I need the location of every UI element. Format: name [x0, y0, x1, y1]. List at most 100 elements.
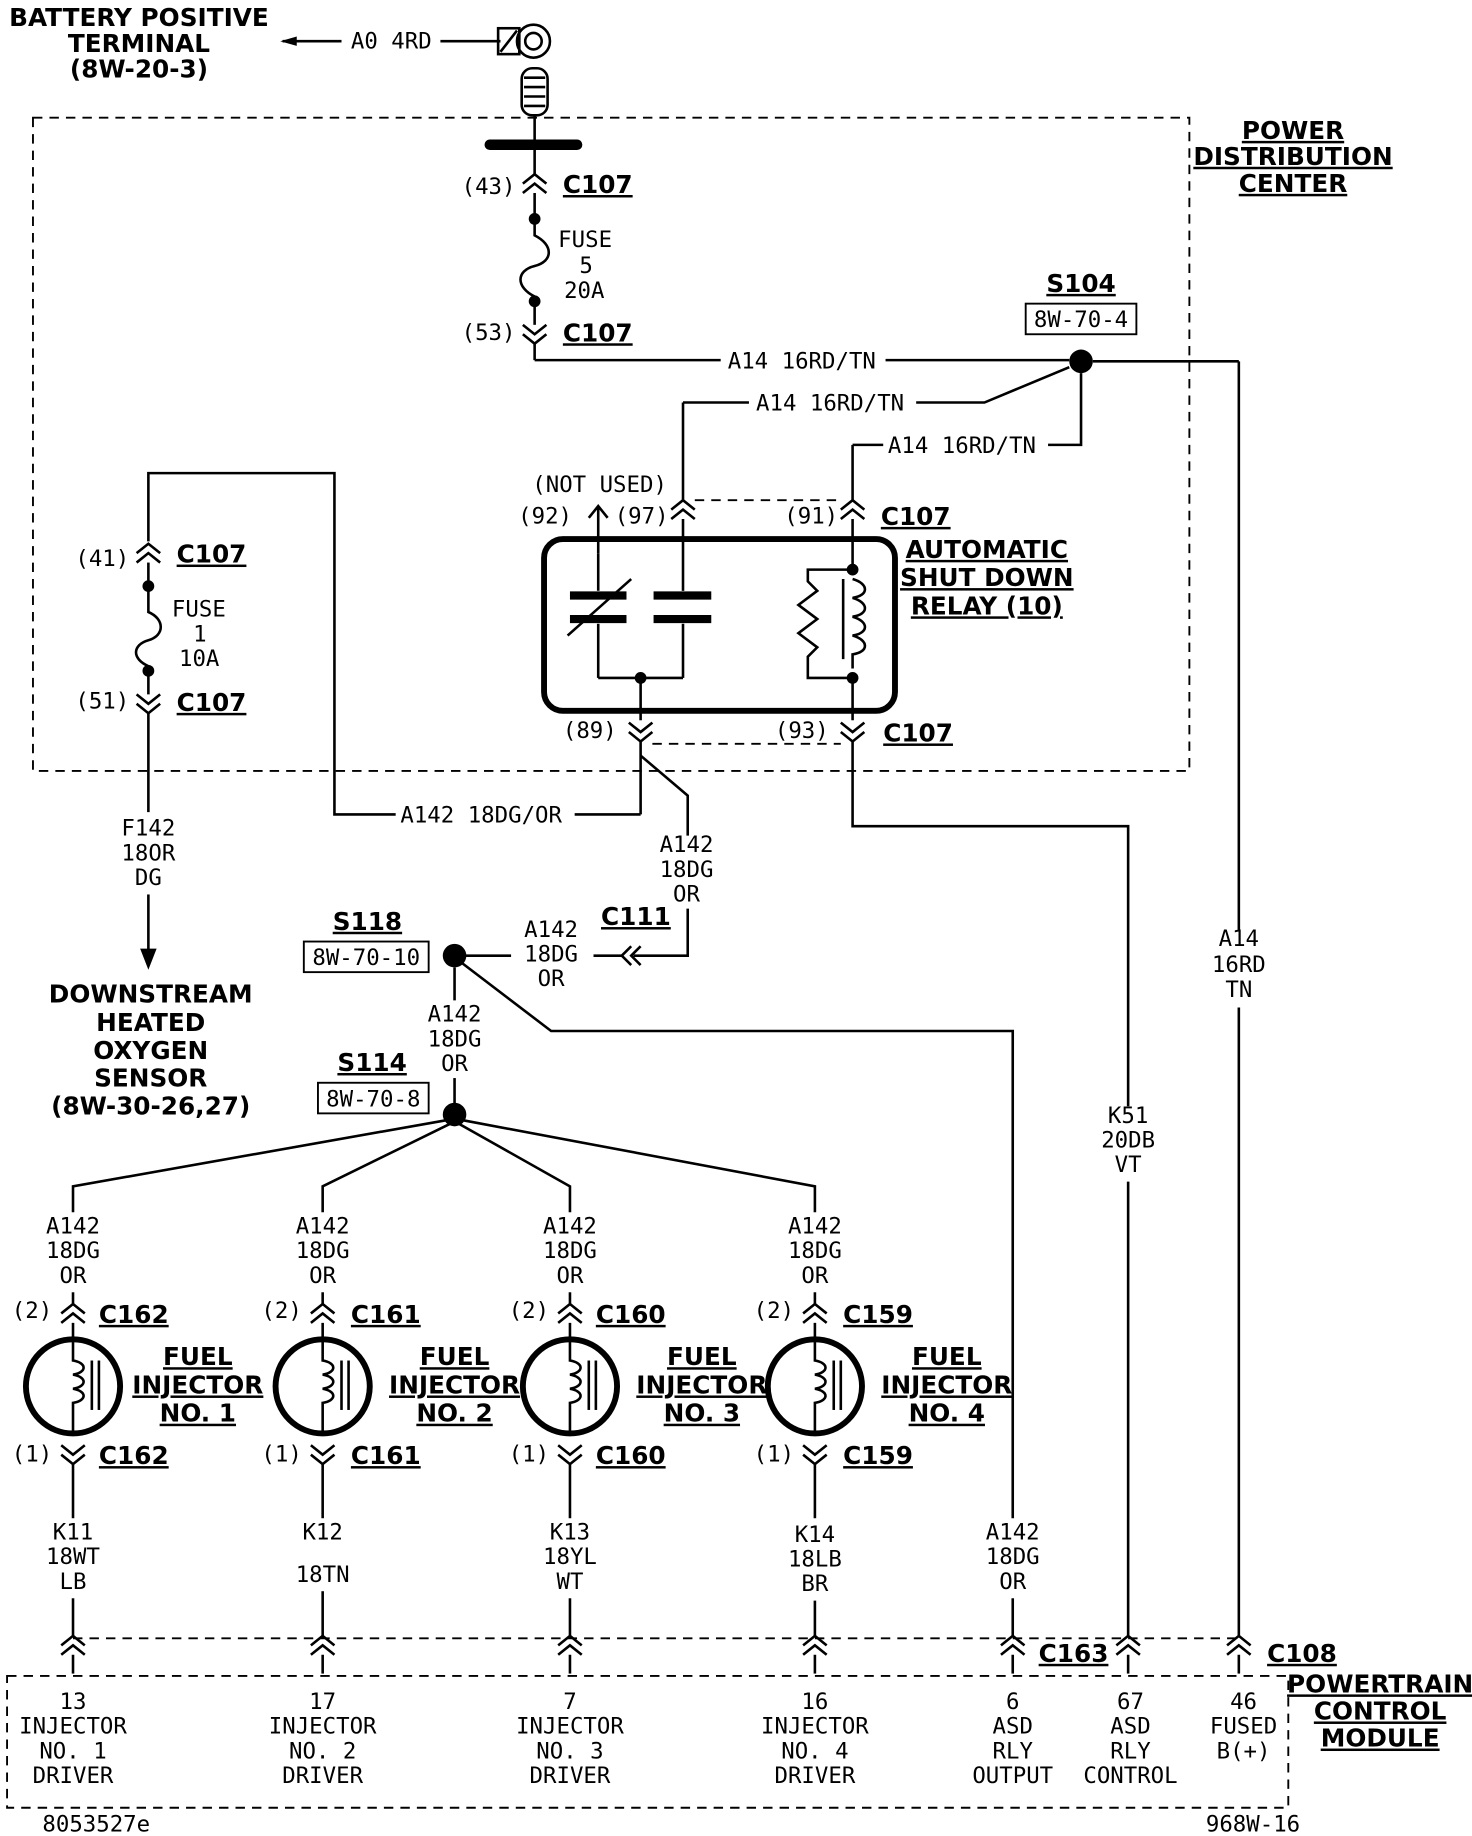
svg-text:DRIVER: DRIVER — [33, 1763, 114, 1789]
svg-text:POWERTRAIN: POWERTRAIN — [1287, 1669, 1472, 1698]
svg-text:5: 5 — [579, 253, 592, 279]
s104-splice — [1069, 349, 1093, 374]
injector-3-body — [519, 1336, 621, 1437]
svg-text:67: 67 — [1117, 1689, 1144, 1715]
battery-wire-label: A0 4RD — [351, 28, 432, 54]
svg-text:INJECTOR: INJECTOR — [19, 1714, 127, 1740]
ring-terminal-crimp — [496, 26, 521, 56]
connector-icon — [802, 1444, 828, 1466]
svg-text:CONTROL: CONTROL — [1314, 1696, 1447, 1725]
k11-label: K11 — [53, 1519, 93, 1545]
pin-43: (43) — [462, 174, 516, 200]
svg-text:C162: C162 — [99, 1300, 169, 1329]
figure-code-right: 968W-16 — [1206, 1811, 1300, 1836]
pcm-pin-6: 6 ASD RLY OUTPUT — [972, 1689, 1053, 1789]
svg-text:18DG: 18DG — [46, 1238, 100, 1264]
fuel-injector-4: A142 18DG OR (2) C159 FUEL INJECTOR NO. … — [754, 1213, 1012, 1636]
s114-ref: 8W-70-8 — [326, 1086, 420, 1112]
battery-label-line2: TERMINAL — [68, 29, 210, 58]
svg-text:46: 46 — [1230, 1689, 1257, 1715]
injector-4-body — [764, 1336, 865, 1437]
svg-text:DG: DG — [135, 865, 162, 891]
s114-label: S114 — [337, 1048, 406, 1077]
svg-text:INJECTOR: INJECTOR — [761, 1714, 869, 1740]
c107-label: C107 — [563, 170, 633, 199]
c163-label: C163 — [1039, 1639, 1109, 1668]
s114-splice — [442, 1102, 467, 1127]
pin-92: (92) — [518, 504, 572, 530]
s118-ref: 8W-70-10 — [312, 945, 420, 971]
connector-icon — [1115, 1634, 1141, 1656]
connector-icon — [628, 721, 654, 744]
svg-text:CONTROL: CONTROL — [1083, 1763, 1177, 1789]
connector-icon — [522, 172, 548, 195]
svg-text:NO. 4: NO. 4 — [781, 1738, 848, 1764]
stud-icon — [520, 66, 549, 117]
c107-label: C107 — [563, 318, 633, 347]
fuel-injector-1: A142 18DG OR (2) C162 FUEL INJECTOR NO. … — [12, 1213, 263, 1636]
svg-text:C159: C159 — [843, 1441, 913, 1470]
c108-label: C108 — [1267, 1639, 1337, 1668]
connector-icon — [135, 693, 161, 715]
svg-text:OR: OR — [309, 1263, 336, 1289]
fuse-1-label: FUSE — [172, 597, 226, 623]
pcm-pin-7: 7 INJECTOR NO. 3 DRIVER — [516, 1689, 624, 1789]
svg-text:WT: WT — [556, 1569, 583, 1595]
svg-text:POWER: POWER — [1242, 116, 1344, 145]
svg-text:OR: OR — [538, 966, 565, 992]
svg-text:INJECTOR: INJECTOR — [881, 1370, 1012, 1399]
connector-icon — [670, 498, 696, 521]
pin-91: (91) — [784, 504, 838, 530]
svg-text:A142: A142 — [46, 1213, 100, 1239]
svg-text:FUEL: FUEL — [163, 1342, 233, 1371]
a142-label-1: A142 18DG/OR — [400, 803, 562, 829]
battery-label-line1: BATTERY POSITIVE — [9, 3, 269, 32]
figure-code-left: 8053527e — [42, 1811, 150, 1836]
ring-terminal — [515, 23, 552, 59]
connector-icon — [802, 1634, 828, 1656]
svg-text:(8W-30-26,27): (8W-30-26,27) — [51, 1092, 250, 1121]
connector-icon — [557, 1444, 583, 1466]
svg-text:MODULE: MODULE — [1321, 1724, 1440, 1753]
svg-text:OR: OR — [60, 1263, 87, 1289]
svg-text:RLY: RLY — [1110, 1738, 1151, 1764]
svg-text:A142: A142 — [788, 1213, 842, 1239]
svg-text:A142: A142 — [296, 1213, 350, 1239]
pin-97: (97) — [615, 504, 669, 530]
pin-53: (53) — [462, 320, 516, 346]
svg-text:B(+): B(+) — [1217, 1738, 1271, 1764]
suppression-resistor-icon — [796, 568, 853, 680]
a142-label-2: A142 — [660, 832, 714, 858]
svg-text:18OR: 18OR — [121, 840, 175, 866]
connector-icon — [522, 323, 548, 346]
svg-text:OUTPUT: OUTPUT — [972, 1763, 1053, 1789]
pdc-label: POWER DISTRIBUTION CENTER — [1193, 116, 1392, 198]
fuse-1-icon — [134, 586, 163, 671]
asd-relay — [541, 536, 898, 714]
svg-text:16: 16 — [801, 1689, 828, 1715]
svg-text:C162: C162 — [99, 1441, 169, 1470]
s104-label: S104 — [1046, 269, 1115, 298]
svg-text:DOWNSTREAM: DOWNSTREAM — [49, 980, 253, 1009]
svg-text:(1): (1) — [754, 1442, 794, 1468]
svg-text:RELAY (10): RELAY (10) — [911, 591, 1063, 620]
c107-label: C107 — [177, 540, 247, 569]
c111-label: C111 — [601, 902, 671, 931]
a14-label-4: A14 — [1219, 926, 1259, 952]
svg-text:DRIVER: DRIVER — [282, 1763, 363, 1789]
svg-text:SENSOR: SENSOR — [94, 1063, 207, 1092]
pdc-box — [32, 116, 1191, 772]
svg-text:INJECTOR: INJECTOR — [132, 1370, 263, 1399]
svg-text:TN: TN — [1225, 977, 1252, 1003]
svg-text:VT: VT — [1115, 1152, 1142, 1178]
svg-text:HEATED: HEATED — [96, 1008, 205, 1037]
fuse-5-label: FUSE — [558, 227, 612, 253]
svg-text:18DG: 18DG — [428, 1026, 482, 1052]
a142-label-4: A142 — [428, 1002, 482, 1028]
svg-text:FUEL: FUEL — [420, 1342, 490, 1371]
f142-label: F142 — [121, 816, 175, 842]
asd-relay-label: AUTOMATIC SHUT DOWN RELAY (10) — [900, 535, 1074, 620]
fuel-injector-3: A142 18DG OR (2) C160 FUEL INJECTOR NO. … — [509, 1213, 767, 1636]
svg-text:17: 17 — [309, 1689, 336, 1715]
